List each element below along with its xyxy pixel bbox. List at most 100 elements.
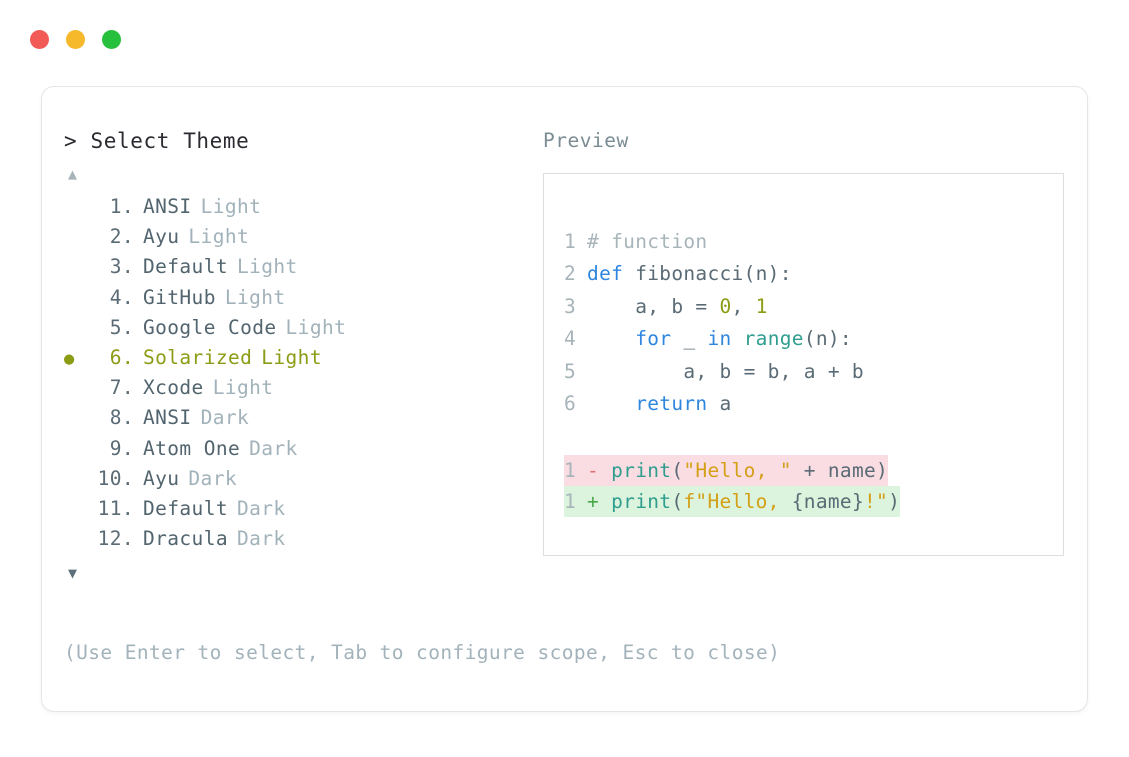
code-token: 0 bbox=[719, 294, 732, 318]
theme-picker-card: > Select Theme ▲ ●1.ANSILight●2.AyuLight… bbox=[41, 86, 1088, 712]
selected-bullet-icon: ● bbox=[64, 200, 90, 217]
code-token: ) bbox=[888, 490, 901, 514]
code-token: fibonacci(n): bbox=[623, 262, 792, 286]
theme-list-item[interactable]: ● 1. ANSI Light bbox=[64, 195, 524, 225]
theme-item-index: 8. bbox=[109, 406, 134, 430]
selected-bullet-icon: ● bbox=[64, 381, 90, 398]
code-token: a, b = b, a + b bbox=[587, 359, 864, 383]
theme-item-name: Dracula bbox=[143, 527, 228, 551]
theme-item-name: GitHub bbox=[143, 285, 216, 309]
theme-item-variant: Dark bbox=[200, 406, 250, 430]
preview-label: Preview bbox=[543, 129, 629, 152]
code-token: f"Hello, bbox=[683, 490, 792, 514]
code-line: 2 def fibonacci(n): bbox=[564, 258, 1063, 291]
code-line: 6 return a bbox=[564, 388, 1063, 421]
theme-item-index: 12. bbox=[97, 527, 134, 551]
code-token: !" bbox=[864, 490, 889, 514]
code-token: ( bbox=[671, 459, 684, 483]
theme-item-variant: Dark bbox=[249, 436, 298, 460]
theme-item-index: 7. bbox=[109, 376, 134, 400]
diff-line-row: 1 - print("Hello, " + name) bbox=[564, 455, 1063, 487]
theme-item-variant: Light bbox=[200, 195, 262, 218]
selected-bullet-icon: ● bbox=[64, 502, 90, 519]
line-number: 3 bbox=[564, 294, 577, 318]
code-token: , bbox=[731, 294, 756, 318]
maximize-button-icon[interactable] bbox=[102, 30, 121, 49]
code-token: _ bbox=[671, 327, 708, 351]
theme-item-variant: Light bbox=[236, 255, 298, 279]
code-token: ( bbox=[671, 490, 684, 514]
code-token: a, b = bbox=[587, 294, 720, 318]
theme-item-variant: Light bbox=[285, 315, 347, 339]
theme-item-name: Ayu bbox=[143, 466, 180, 490]
code-token: + name) bbox=[791, 459, 889, 483]
theme-item-index: 10. bbox=[97, 466, 134, 490]
theme-item-name: Atom One bbox=[143, 436, 241, 460]
code-token: print bbox=[611, 490, 672, 514]
theme-item-name: Solarized bbox=[143, 345, 253, 369]
line-number: 1 bbox=[564, 459, 577, 483]
scroll-down-icon[interactable]: ▼ bbox=[68, 564, 78, 583]
theme-item-variant: Light bbox=[224, 285, 286, 309]
selected-bullet-icon: ● bbox=[64, 321, 90, 338]
scroll-up-icon[interactable]: ▲ bbox=[68, 165, 78, 183]
minimize-button-icon[interactable] bbox=[66, 30, 85, 49]
code-token: "Hello, " bbox=[683, 459, 792, 483]
code-line: 4 for _ in range(n): bbox=[564, 323, 1063, 356]
theme-item-name: ANSI bbox=[143, 406, 192, 430]
selected-bullet-icon: ● bbox=[64, 230, 90, 247]
theme-item-index: 11. bbox=[97, 496, 134, 520]
page-title: > Select Theme bbox=[64, 129, 250, 153]
theme-list-item[interactable]: ● 5. Google Code Light bbox=[64, 316, 524, 346]
code-token: in bbox=[707, 327, 732, 351]
selected-bullet-icon: ● bbox=[64, 260, 90, 277]
diff-line-row: 1 + print(f"Hello, {name}!") bbox=[564, 486, 1063, 518]
theme-item-name: Google Code bbox=[143, 315, 277, 339]
code-token: # function bbox=[587, 229, 708, 253]
diff-added-line: 1 + print(f"Hello, {name}!") bbox=[564, 486, 901, 518]
code-token: 1 bbox=[755, 294, 768, 318]
code-token: a bbox=[707, 392, 732, 416]
code-token: return bbox=[635, 392, 708, 416]
selected-bullet-icon: ● bbox=[64, 411, 90, 428]
selected-bullet-icon: ● bbox=[64, 472, 90, 489]
theme-item-name: Xcode bbox=[143, 376, 204, 400]
code-line: 3 a, b = 0, 1 bbox=[564, 291, 1063, 324]
code-line: 1 # function bbox=[564, 226, 1063, 259]
theme-item-index: 3. bbox=[109, 255, 134, 279]
code-token: range bbox=[743, 327, 804, 351]
theme-item-variant: Dark bbox=[188, 466, 237, 490]
theme-item-index: 1. bbox=[109, 195, 134, 218]
theme-item-index: 5. bbox=[109, 315, 134, 339]
theme-item-index: 4. bbox=[109, 285, 134, 309]
code-token: print bbox=[611, 459, 672, 483]
line-number: 6 bbox=[564, 392, 577, 416]
theme-list-item[interactable]: ● 4. GitHub Light bbox=[64, 286, 524, 316]
close-button-icon[interactable] bbox=[30, 30, 49, 49]
diff-removed-line: 1 - print("Hello, " + name) bbox=[564, 455, 889, 487]
theme-list-item[interactable]: ● 10. Ayu Dark bbox=[64, 467, 524, 497]
code-token: (n): bbox=[803, 327, 852, 351]
theme-item-index: 6. bbox=[109, 345, 134, 369]
selected-bullet-icon: ● bbox=[64, 532, 90, 549]
code-token: for bbox=[635, 327, 672, 351]
selected-bullet-icon: ● bbox=[64, 442, 90, 459]
selected-bullet-icon: ● bbox=[64, 291, 90, 308]
theme-item-name: Default bbox=[143, 496, 228, 520]
line-number: 1 bbox=[564, 229, 577, 253]
theme-item-name: ANSI bbox=[143, 195, 192, 218]
code-line: 5 a, b = b, a + b bbox=[564, 356, 1063, 389]
window-traffic-lights bbox=[30, 30, 121, 49]
theme-item-variant: Light bbox=[188, 225, 250, 249]
theme-list-item[interactable]: ● 8. ANSI Dark bbox=[64, 406, 524, 436]
keyboard-hint: (Use Enter to select, Tab to configure s… bbox=[64, 641, 781, 664]
